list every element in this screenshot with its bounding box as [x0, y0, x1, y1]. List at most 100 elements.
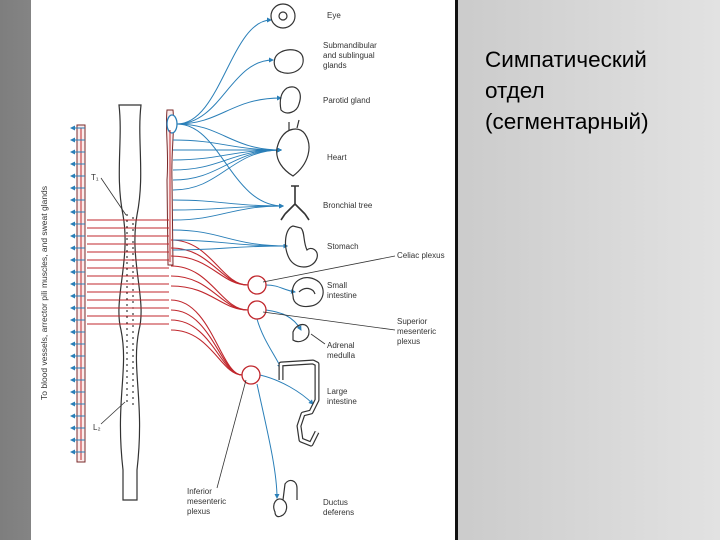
- cord-dot: [126, 364, 128, 366]
- cord-dot: [126, 304, 128, 306]
- bronchial-tree-icon: [281, 186, 309, 220]
- cord-dot: [126, 232, 128, 234]
- heart-icon: [277, 120, 309, 176]
- cord-dot: [126, 376, 128, 378]
- stomach-icon: [286, 226, 318, 267]
- postganglionic-fibers: [173, 20, 313, 498]
- red-fiber-fan: [171, 256, 248, 285]
- label-submandibular-l3: glands: [323, 61, 347, 70]
- cord-dot: [126, 286, 128, 288]
- cord-dot: [132, 373, 134, 375]
- cord-dot: [126, 340, 128, 342]
- cord-dot: [132, 337, 134, 339]
- cord-dot: [126, 394, 128, 396]
- cord-dot: [132, 289, 134, 291]
- small-intestine-icon: [292, 278, 323, 307]
- cord-dot: [132, 313, 134, 315]
- cord-dot: [132, 217, 134, 219]
- label-bronchial: Bronchial tree: [323, 201, 373, 210]
- red-fiber-fan: [171, 310, 242, 375]
- sympathetic-diagram: To blood vessels, arrector pili muscles,…: [31, 0, 455, 540]
- label-ductus: Ductus deferens: [323, 498, 354, 517]
- cord-dot: [126, 352, 128, 354]
- label-ductus-l2: deferens: [323, 508, 354, 517]
- cord-dot: [126, 346, 128, 348]
- cord-dot: [132, 265, 134, 267]
- cord-dot: [132, 271, 134, 273]
- cord-dot: [132, 223, 134, 225]
- cord-dot: [132, 295, 134, 297]
- inferior-mesenteric-ganglion: [242, 366, 260, 384]
- cord-dot: [126, 280, 128, 282]
- cord-dot: [126, 238, 128, 240]
- cord-dot: [126, 334, 128, 336]
- label-small-intestine-l1: Small: [327, 281, 347, 290]
- blue-fiber: [173, 150, 281, 190]
- label-inferior-plexus: Inferior mesenteric plexus: [187, 487, 228, 516]
- cord-dot: [132, 355, 134, 357]
- blue-fiber: [260, 375, 313, 404]
- blue-fiber: [177, 124, 283, 206]
- blue-fiber: [257, 319, 281, 368]
- cord-dot: [132, 331, 134, 333]
- cord-dot: [126, 388, 128, 390]
- label-submandibular: Submandibular and sublingual glands: [323, 41, 379, 70]
- cord-dot: [132, 301, 134, 303]
- celiac-ganglion: [248, 276, 266, 294]
- cord-dot: [126, 256, 128, 258]
- ductus-deferens-icon: [274, 481, 297, 517]
- label-inferior-l3: plexus: [187, 507, 210, 516]
- cord-dot: [132, 253, 134, 255]
- label-small-intestine: Small intestine: [327, 281, 357, 300]
- cord-dot: [126, 310, 128, 312]
- vertical-label: To blood vessels, arrector pili muscles,…: [39, 186, 49, 400]
- label-inferior-l1: Inferior: [187, 487, 212, 496]
- label-ductus-l1: Ductus: [323, 498, 348, 507]
- label-parotid: Parotid gland: [323, 96, 370, 105]
- cord-dot: [126, 214, 128, 216]
- cord-dot: [126, 358, 128, 360]
- label-adrenal-l1: Adrenal: [327, 341, 355, 350]
- label-adrenal: Adrenal medulla: [327, 341, 357, 360]
- cord-dot: [132, 379, 134, 381]
- cord-dot: [126, 382, 128, 384]
- slide-title: Симпатический отдел (сегментарный): [485, 44, 715, 137]
- t1-label: T₁: [91, 173, 99, 182]
- adrenal-medulla-icon: [293, 325, 309, 342]
- blue-fiber: [266, 285, 295, 292]
- cord-dot: [132, 229, 134, 231]
- label-celiac: Celiac plexus: [397, 251, 445, 260]
- label-inferior-l2: mesenteric: [187, 497, 226, 506]
- red-fiber-fan: [171, 266, 248, 310]
- red-fiber-fan: [171, 320, 242, 375]
- cord-dot: [132, 277, 134, 279]
- label-heart: Heart: [327, 153, 347, 162]
- blue-fiber: [177, 60, 273, 124]
- label-superior-plexus: Superior mesenteric plexus: [397, 317, 438, 346]
- label-superior-l2: mesenteric: [397, 327, 436, 336]
- blue-fiber: [173, 150, 281, 170]
- cord-dot: [132, 319, 134, 321]
- blue-fiber: [257, 384, 277, 498]
- label-superior-l1: Superior: [397, 317, 428, 326]
- l2-label: L₂: [93, 423, 101, 432]
- cord-dot: [132, 349, 134, 351]
- cord-dot: [132, 247, 134, 249]
- cord-dot: [132, 343, 134, 345]
- superior-cervical-ganglion: [167, 115, 177, 133]
- label-large-intestine: Large intestine: [327, 387, 357, 406]
- label-superior-l3: plexus: [397, 337, 420, 346]
- label-submandibular-l2: and sublingual: [323, 51, 375, 60]
- cord-dot: [132, 403, 134, 405]
- blue-fiber: [177, 98, 281, 124]
- spinal-cord: [119, 105, 141, 500]
- eye-icon: [271, 4, 295, 28]
- label-large-intestine-l1: Large: [327, 387, 348, 396]
- cord-dot: [132, 391, 134, 393]
- blue-fiber: [173, 246, 287, 250]
- red-fiber-fan: [171, 276, 248, 310]
- divider: [455, 0, 458, 540]
- label-small-intestine-l2: intestine: [327, 291, 357, 300]
- blue-fiber: [177, 20, 271, 124]
